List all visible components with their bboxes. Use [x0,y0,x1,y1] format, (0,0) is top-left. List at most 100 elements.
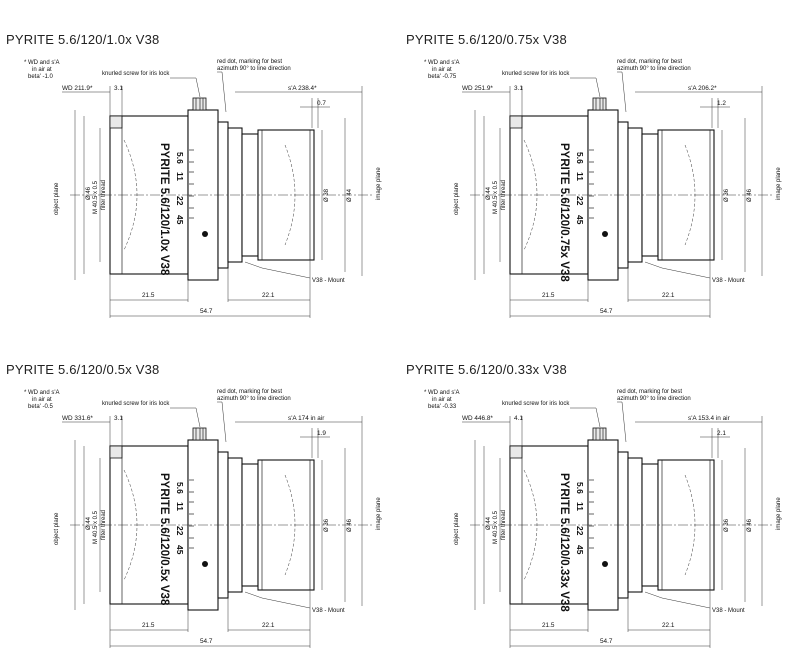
knurled-screw-leader [570,77,601,98]
dim-front-value: 21.5 [542,292,555,299]
knurled-screw-label: knurled screw for iris lock [102,401,170,407]
dim-total-value: 54.7 [600,308,613,315]
panel-title: PYRITE 5.6/120/0.33x V38 [406,362,567,377]
aperture-5-6: 5.6 [175,152,185,164]
aperture-45: 45 [575,215,585,225]
front-thread-hatch [109,445,123,459]
sa-small-value: 0.7 [317,100,326,107]
knurled-screw [192,97,207,111]
beta-value: beta' -0.5 [28,404,53,410]
red-dot-leader [217,401,227,443]
aperture-11: 11 [575,172,585,181]
img-dia-value-1: Ø 36 [724,518,730,532]
sa-small-value: 1.2 [717,100,726,107]
dim-total-value: 54.7 [200,638,213,645]
img-dia-value-2: Ø 46 [347,518,353,532]
red-dot-label-2: azimuth 90° to line direction [217,66,291,72]
image-plane-label: image plane [776,167,782,200]
front-thread-hatch [109,115,123,129]
img-dia-value-1: Ø 36 [724,188,730,202]
mount-label: V38 - Mount [312,608,345,614]
knurled-screw-leader [570,407,601,428]
sa-value: s'A 206.2* [688,85,717,92]
drawing-panel-4: PYRITE 5.6/120/0.33x V38 * WD and s'A in… [400,330,800,660]
dim-front-value: 21.5 [542,622,555,629]
sa-value: s'A 153.4 in air [688,415,731,422]
iris-lock-dot [602,561,608,567]
sa-small-value: 2.1 [717,430,726,437]
aperture-22: 22 [575,526,585,536]
mount-label: V38 - Mount [712,608,745,614]
red-dot-label-2: azimuth 90° to line direction [217,396,291,402]
wd-value: WD 211.9* [62,85,93,92]
sa-value: s'A 238.4* [288,85,317,92]
lens-engraving: PYRITE 5.6/120/0.5x V38 [158,473,170,606]
drawing-panel-3: PYRITE 5.6/120/0.5x V38 * WD and s'A in … [0,330,400,660]
aperture-11: 11 [575,502,585,511]
drawing-panel-2: PYRITE 5.6/120/0.75x V38 * WD and s'A in… [400,0,800,330]
dim-total-value: 54.7 [600,638,613,645]
wd-note-line-1: * WD and s'A [24,390,60,396]
thread-value: M 40.5 x 0.5 [493,180,499,214]
beta-value: beta' -1.0 [28,74,53,80]
knurled-screw-label: knurled screw for iris lock [502,401,570,407]
obj-dia-value: Ø 44 [486,186,492,200]
front-thread-hatch [509,115,523,129]
wd-note-line-1: * WD and s'A [424,390,460,396]
image-plane-label: image plane [776,497,782,530]
dim-total-value: 54.7 [200,308,213,315]
dim-mid-value: 22.1 [662,292,675,299]
lens-drawing: PYRITE 5.6/120/0.5x V38 * WD and s'A in … [6,362,382,648]
aperture-22: 22 [575,196,585,206]
red-dot-label-1: red dot, marking for best [617,389,682,395]
object-plane-label: object plane [54,182,60,215]
aperture-22: 22 [175,196,185,206]
mount-leader [644,591,711,609]
wd-note-line-1: * WD and s'A [24,60,60,66]
iris-lock-dot [202,561,208,567]
knurled-screw [592,97,607,111]
aperture-11: 11 [175,172,185,181]
img-dia-value-1: Ø 36 [324,518,330,532]
img-dia-value-2: Ø 46 [747,188,753,202]
red-dot-leader [617,71,627,113]
obj-dia-value: Ø 44 [486,516,492,530]
panel-title: PYRITE 5.6/120/0.5x V38 [6,362,159,377]
red-dot-label-2: azimuth 90° to line direction [617,396,691,402]
lens-engraving: PYRITE 5.6/120/0.75x V38 [558,143,570,282]
aperture-45: 45 [175,545,185,555]
wd-small-value: 4.1 [514,415,523,422]
front-thread-hatch [509,445,523,459]
obj-dia-value: Ø 46 [86,186,92,200]
red-dot-label-1: red dot, marking for best [217,389,282,395]
aperture-11: 11 [175,502,185,511]
aperture-5-6: 5.6 [175,482,185,494]
lens-engraving: PYRITE 5.6/120/1.0x V38 [158,143,170,276]
panel-title: PYRITE 5.6/120/0.75x V38 [406,32,567,47]
thread-value: M 40.5 x 0.5 [493,510,499,544]
wd-value: WD 446.8* [462,415,493,422]
object-plane-label: object plane [454,182,460,215]
wd-value: WD 331.6* [62,415,93,422]
lens-drawing: PYRITE 5.6/120/0.75x V38 * WD and s'A in… [406,32,782,318]
object-plane-label: object plane [454,512,460,545]
red-dot-label-1: red dot, marking for best [217,59,282,65]
image-plane-label: image plane [376,167,382,200]
wd-small-value: 3.1 [514,85,523,92]
wd-small-value: 3.1 [114,415,123,422]
beta-value: beta' -0.75 [428,74,457,80]
mount-leader [244,591,311,609]
knurled-screw-label: knurled screw for iris lock [102,71,170,77]
lens-drawing: PYRITE 5.6/120/1.0x V38 * WD and s'A in … [6,32,382,318]
wd-note-line-2: in air at [32,67,52,73]
red-dot-label-2: azimuth 90° to line direction [617,66,691,72]
thread-value: M 40.5 x 0.5 [93,510,99,544]
iris-lock-dot [202,231,208,237]
mount-leader [644,261,711,279]
aperture-22: 22 [175,526,185,536]
aperture-5-6: 5.6 [575,482,585,494]
mount-label: V38 - Mount [312,278,345,284]
dim-mid-value: 22.1 [662,622,675,629]
knurled-screw [192,427,207,441]
red-dot-label-1: red dot, marking for best [617,59,682,65]
